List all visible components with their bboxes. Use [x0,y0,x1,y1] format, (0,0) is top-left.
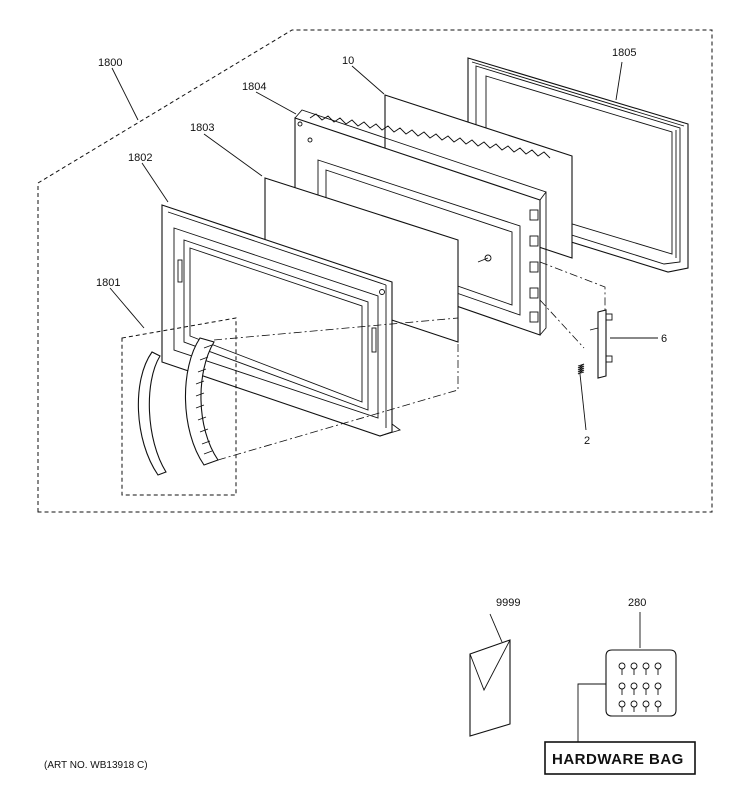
callout-9999: 9999 [496,597,520,609]
callout-1804: 1804 [242,81,266,93]
part-9999-envelope [469,639,511,737]
callout-10: 10 [342,55,354,67]
assembly-boundary-1800 [37,29,713,513]
callout-1805: 1805 [612,47,636,59]
callout-2: 2 [584,435,590,447]
part-1801-handle [137,337,219,476]
callout-280: 280 [628,597,646,609]
alignment-line-3 [539,261,606,318]
hardware-bag-label: HARDWARE BAG [552,751,684,768]
part-6-latch [589,309,613,379]
alignment-line-2 [217,342,459,461]
alignment-line-4 [539,299,585,349]
hardware-bag-box [544,741,696,775]
subassembly-boundary-1801 [121,317,237,496]
callout-1803: 1803 [190,122,214,134]
part-280-hardware-bag [605,649,677,717]
callout-1802: 1802 [128,152,152,164]
callout-1800: 1800 [98,57,122,69]
callout-6: 6 [661,333,667,345]
part-2-spring [577,363,585,375]
art-number: (ART NO. WB13918 C) [44,760,148,771]
callout-1801: 1801 [96,277,120,289]
part-1802-door-frame [161,204,401,437]
alignment-line-1 [213,317,459,341]
